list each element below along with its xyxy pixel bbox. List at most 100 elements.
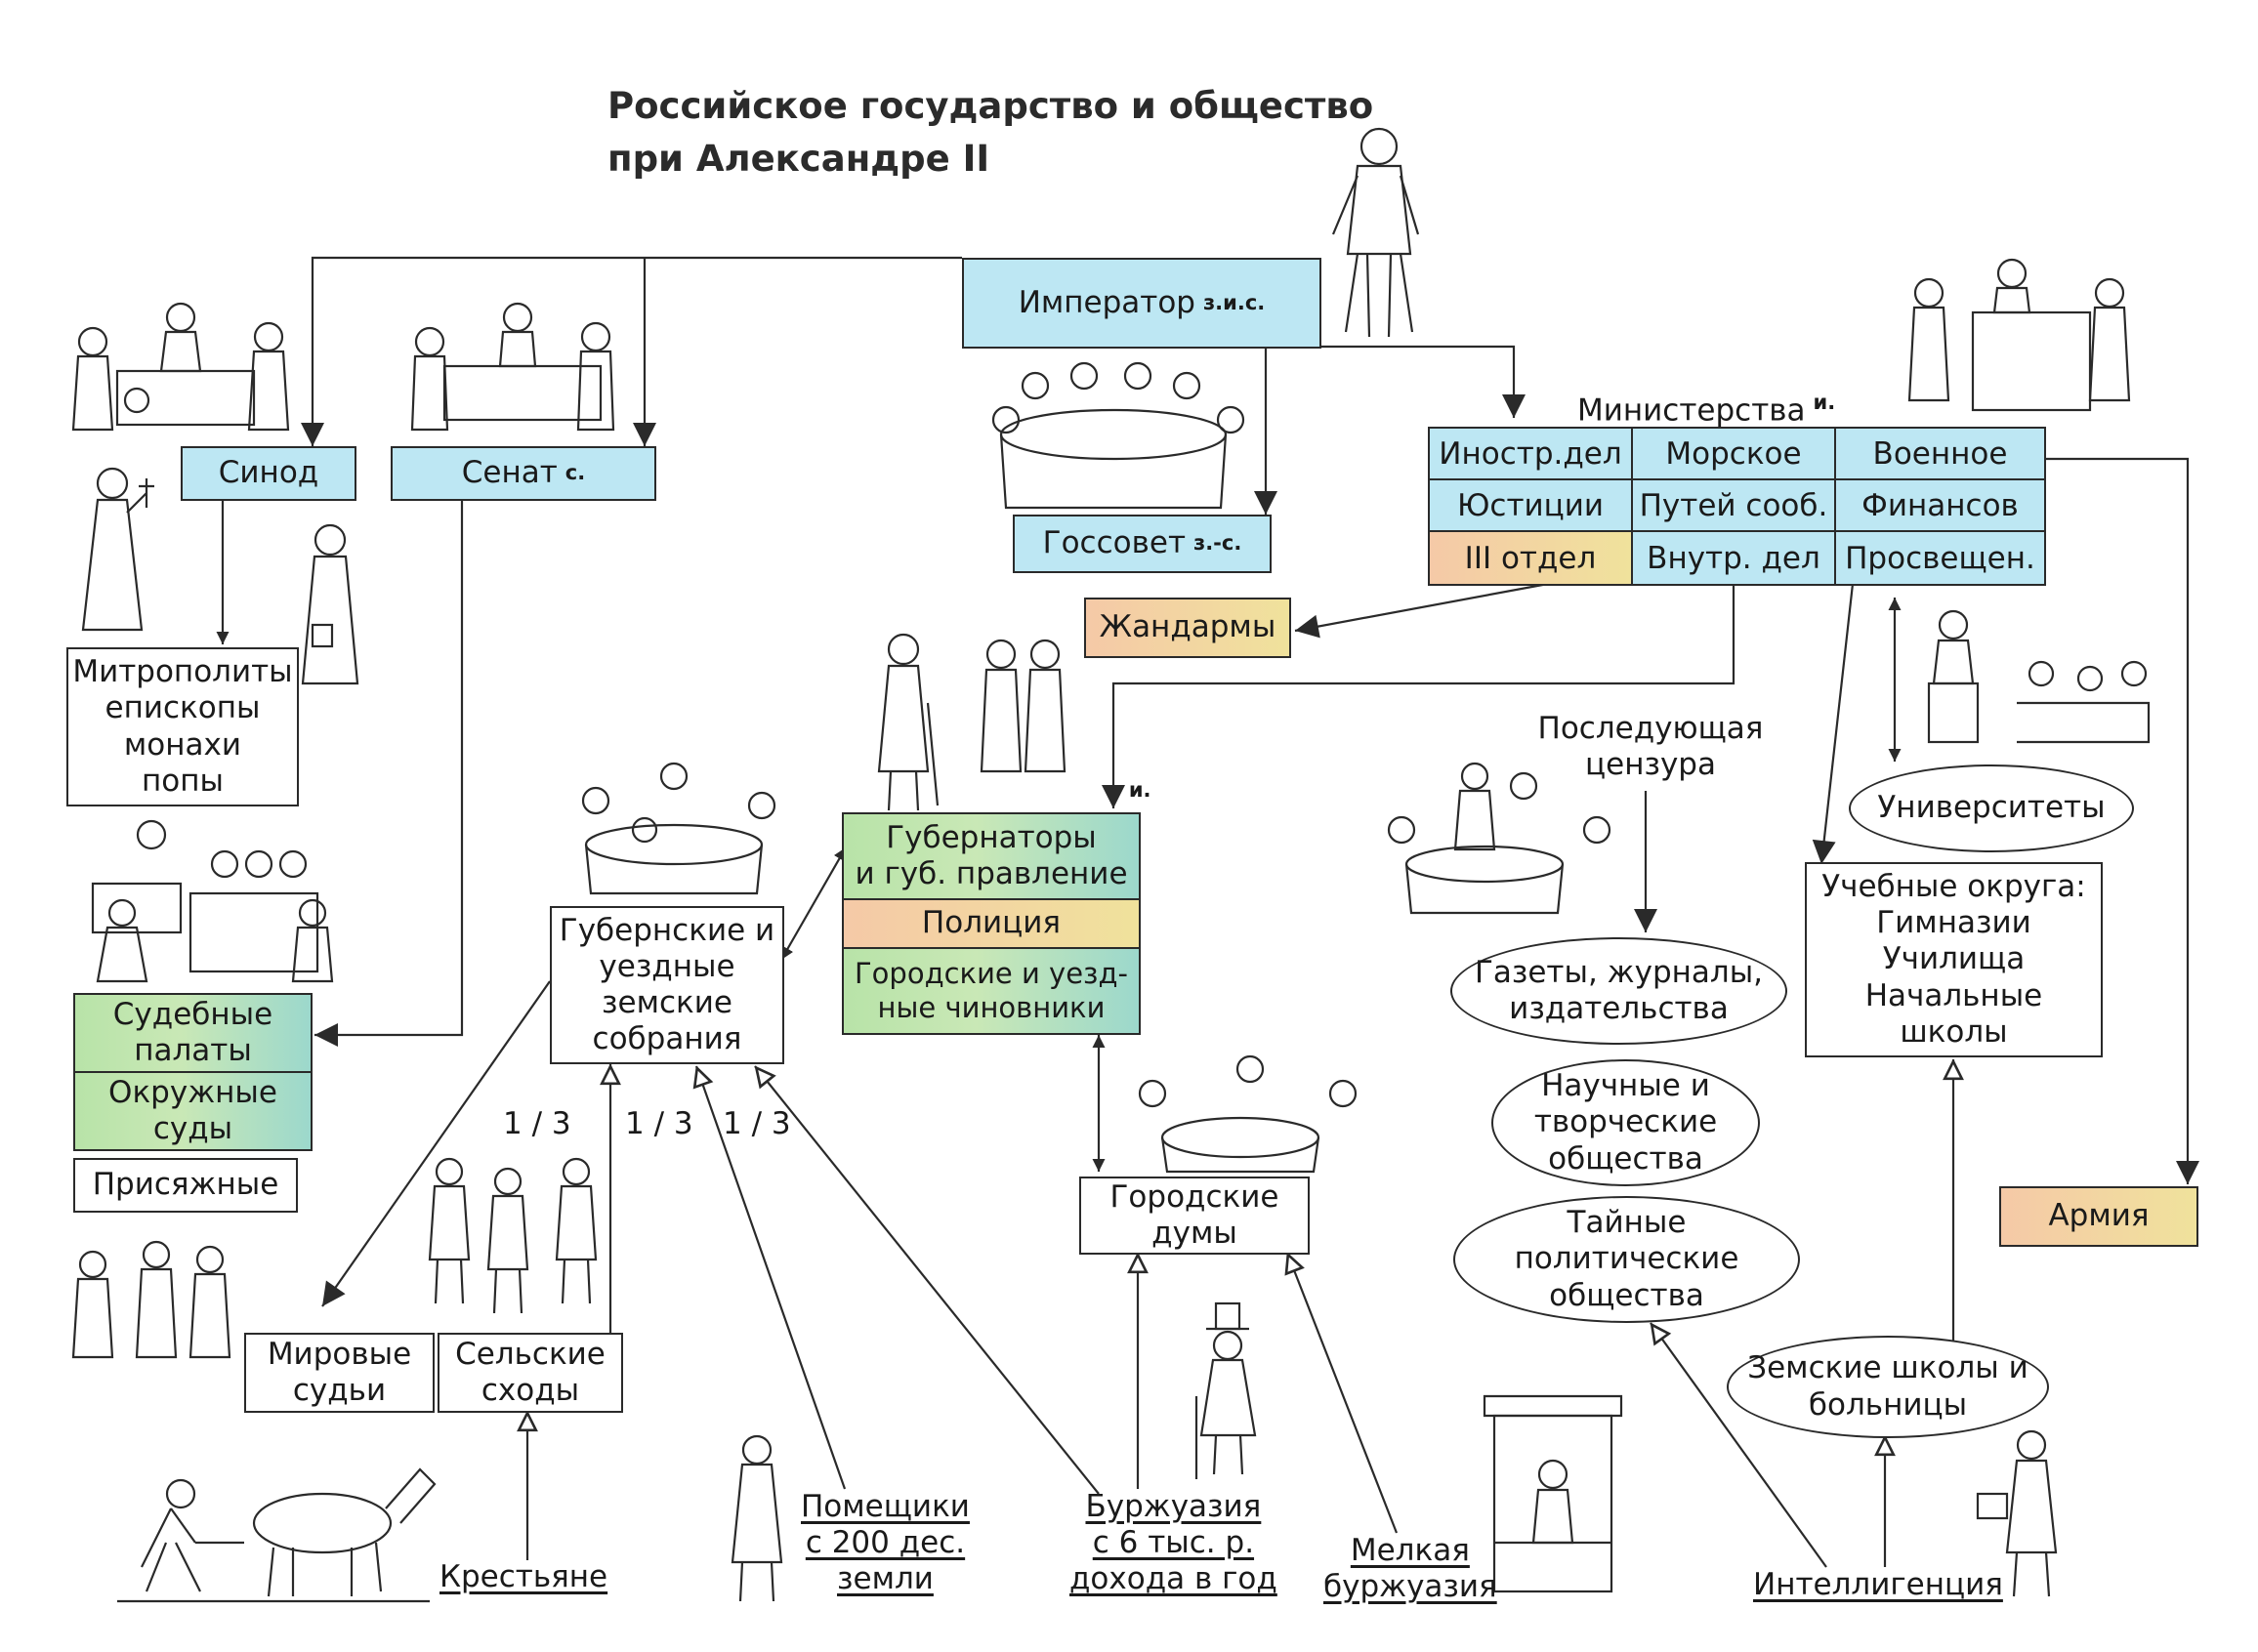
connector-lines bbox=[216, 256, 2199, 1568]
illustrations bbox=[71, 127, 2151, 1603]
press-ellipse: Газеты, журналы, издательства bbox=[1450, 937, 1787, 1045]
societies-label: Научные и творческие общества bbox=[1533, 1068, 1718, 1177]
emperor-figure-illustration bbox=[1331, 127, 1420, 338]
edu-districts-label: Учебные округа: Гимназии Училища Начальн… bbox=[1821, 869, 2086, 1050]
petty-bourgeoisie-to-dumas bbox=[1287, 1253, 1399, 1534]
ministry-foreign-label: Иностр.дел bbox=[1439, 435, 1622, 472]
gossovet-mark: з.-с. bbox=[1193, 531, 1242, 556]
gendarmes-box: Жандармы bbox=[1084, 598, 1291, 658]
ministries-grid: Иностр.дел Морское Военное Юстиции Путей… bbox=[1428, 427, 2046, 586]
diagram-title: Российское государство и общество при Ал… bbox=[607, 80, 1373, 185]
press-label: Газеты, журналы, издательства bbox=[1474, 954, 1764, 1026]
emperor-to-synod bbox=[301, 256, 962, 446]
ministry-finance: Финансов bbox=[1834, 478, 2046, 532]
governors-text: Губернаторы и губ. правление и. bbox=[855, 778, 1150, 929]
clergy-box: Митрополиты епископы монахи попы bbox=[66, 647, 299, 806]
jurors-label: Присяжные bbox=[92, 1167, 279, 1203]
ministry-railways-label: Путей сооб. bbox=[1639, 487, 1828, 523]
officials-box: Городские и уезд- ные чиновники bbox=[842, 947, 1141, 1035]
officials-label: Городские и уезд- ные чиновники bbox=[854, 957, 1128, 1024]
secret-societies-label: Тайные политические общества bbox=[1514, 1205, 1739, 1313]
intelligentsia-label: Интеллигенция bbox=[1753, 1567, 2003, 1602]
ministry-interior: Внутр. дел bbox=[1631, 530, 1836, 586]
city-dumas-label: Городские думы bbox=[1109, 1178, 1279, 1251]
universities-ellipse: Университеты bbox=[1849, 764, 2134, 852]
justices-label: Мировые судьи bbox=[267, 1336, 412, 1408]
senate-label: Сенат bbox=[461, 455, 558, 491]
editorial-scene-illustration bbox=[1387, 762, 1611, 915]
ministry-enlightenment: Просвещен. bbox=[1834, 530, 2046, 586]
ministry-finance-label: Финансов bbox=[1861, 487, 2019, 523]
ministry-interior-label: Внутр. дел bbox=[1647, 540, 1820, 576]
governors-mark: и. bbox=[1128, 777, 1151, 802]
ministry-war: Военное bbox=[1834, 427, 2046, 480]
army-box: Армия bbox=[1999, 1186, 2198, 1247]
jurors-box: Присяжные bbox=[73, 1158, 298, 1213]
district-courts-label: Окружные суды bbox=[108, 1074, 277, 1146]
police-box: Полиция bbox=[842, 898, 1141, 949]
justices-box: Мировые судьи bbox=[244, 1333, 435, 1413]
fraction-peasants: 1 / 3 bbox=[503, 1106, 571, 1141]
ministry-enlightenment-label: Просвещен. bbox=[1845, 540, 2035, 576]
ministry-navy-label: Морское bbox=[1665, 435, 1802, 472]
ministry-meeting-illustration bbox=[1907, 258, 2131, 412]
landowner-figure-illustration bbox=[731, 1434, 783, 1602]
ministry-war-label: Военное bbox=[1872, 435, 2008, 472]
university-lecture-illustration bbox=[1927, 609, 2151, 744]
monk-figure-illustration bbox=[301, 523, 359, 685]
bourgeois-figure-illustration bbox=[1194, 1301, 1257, 1479]
emperor-mark: з.и.с. bbox=[1202, 290, 1266, 314]
emperor-label: Император bbox=[1018, 284, 1195, 320]
ministry-third-department: III отдел bbox=[1428, 530, 1633, 586]
governors-label: Губернаторы и губ. правление bbox=[855, 819, 1128, 891]
intellectual-figure-illustration bbox=[1976, 1429, 2058, 1597]
court-chambers-box: Судебные палаты bbox=[73, 993, 313, 1073]
title-line-1: Российское государство и общество bbox=[607, 85, 1374, 127]
senate-mark: с. bbox=[564, 461, 586, 485]
gossovet-box: Госсовет з.-с. bbox=[1013, 515, 1272, 573]
village-assemblies-box: Сельские сходы bbox=[438, 1333, 623, 1413]
edu-districts-box: Учебные округа: Гимназии Училища Начальн… bbox=[1805, 862, 2103, 1057]
secret-societies-ellipse: Тайные политические общества bbox=[1453, 1196, 1800, 1323]
gossovet-label: Госсовет bbox=[1042, 525, 1186, 561]
plowman-horse-illustration bbox=[117, 1467, 437, 1603]
censorship-label: Последующая цензура bbox=[1537, 711, 1764, 783]
ministry-foreign: Иностр.дел bbox=[1428, 427, 1633, 480]
zemstvo-governors bbox=[780, 847, 847, 961]
senate-meeting-illustration bbox=[410, 302, 615, 432]
emperor-to-ministries bbox=[1321, 345, 1526, 418]
fraction-bourgeoisie: 1 / 3 bbox=[723, 1106, 791, 1141]
ministry-justice: Юстиции bbox=[1428, 478, 1633, 532]
zemstvo-meeting-illustration bbox=[581, 762, 776, 895]
village-peasants-illustration bbox=[428, 1157, 598, 1314]
justices-scene-illustration bbox=[71, 1240, 231, 1359]
universities-label: Университеты bbox=[1877, 790, 2106, 826]
gossovet-meeting-illustration bbox=[991, 361, 1245, 510]
ministry-navy: Морское bbox=[1631, 427, 1836, 480]
emperor-box: Император з.и.с. bbox=[962, 258, 1321, 349]
governor-figures-illustration bbox=[877, 633, 1066, 811]
landowners-label: Помещики с 200 дес. земли bbox=[801, 1489, 970, 1597]
clergy-label: Митрополиты епископы монахи попы bbox=[72, 654, 293, 799]
ministry-third-department-label: III отдел bbox=[1464, 540, 1597, 576]
court-chambers-label: Судебные палаты bbox=[112, 996, 273, 1068]
village-label: Сельские сходы bbox=[455, 1336, 606, 1408]
ministry-railways: Путей сооб. bbox=[1631, 478, 1836, 532]
governors-box: Губернаторы и губ. правление и. bbox=[842, 778, 1151, 900]
duma-meeting-illustration bbox=[1138, 1054, 1358, 1174]
zemstvo-to-justices bbox=[321, 980, 551, 1307]
bourgeoisie-to-zemstvo bbox=[754, 1065, 1100, 1495]
ministries-to-army bbox=[2044, 457, 2199, 1184]
court-scene-illustration bbox=[91, 819, 334, 983]
zemstvo-schools-ellipse: Земские школы и больницы bbox=[1727, 1336, 2049, 1438]
district-courts-box: Окружные суды bbox=[73, 1071, 313, 1151]
landowners-to-zemstvo bbox=[696, 1066, 847, 1490]
ministries-mark: и. bbox=[1813, 391, 1836, 415]
zemstvo-label: Губернские и уездные земские собрания bbox=[559, 912, 775, 1057]
fraction-landowners: 1 / 3 bbox=[625, 1106, 693, 1141]
intelligentsia-to-secret bbox=[1650, 1322, 1827, 1568]
army-label: Армия bbox=[2048, 1198, 2150, 1234]
zemstvo-assemblies-box: Губернские и уездные земские собрания bbox=[550, 906, 784, 1064]
